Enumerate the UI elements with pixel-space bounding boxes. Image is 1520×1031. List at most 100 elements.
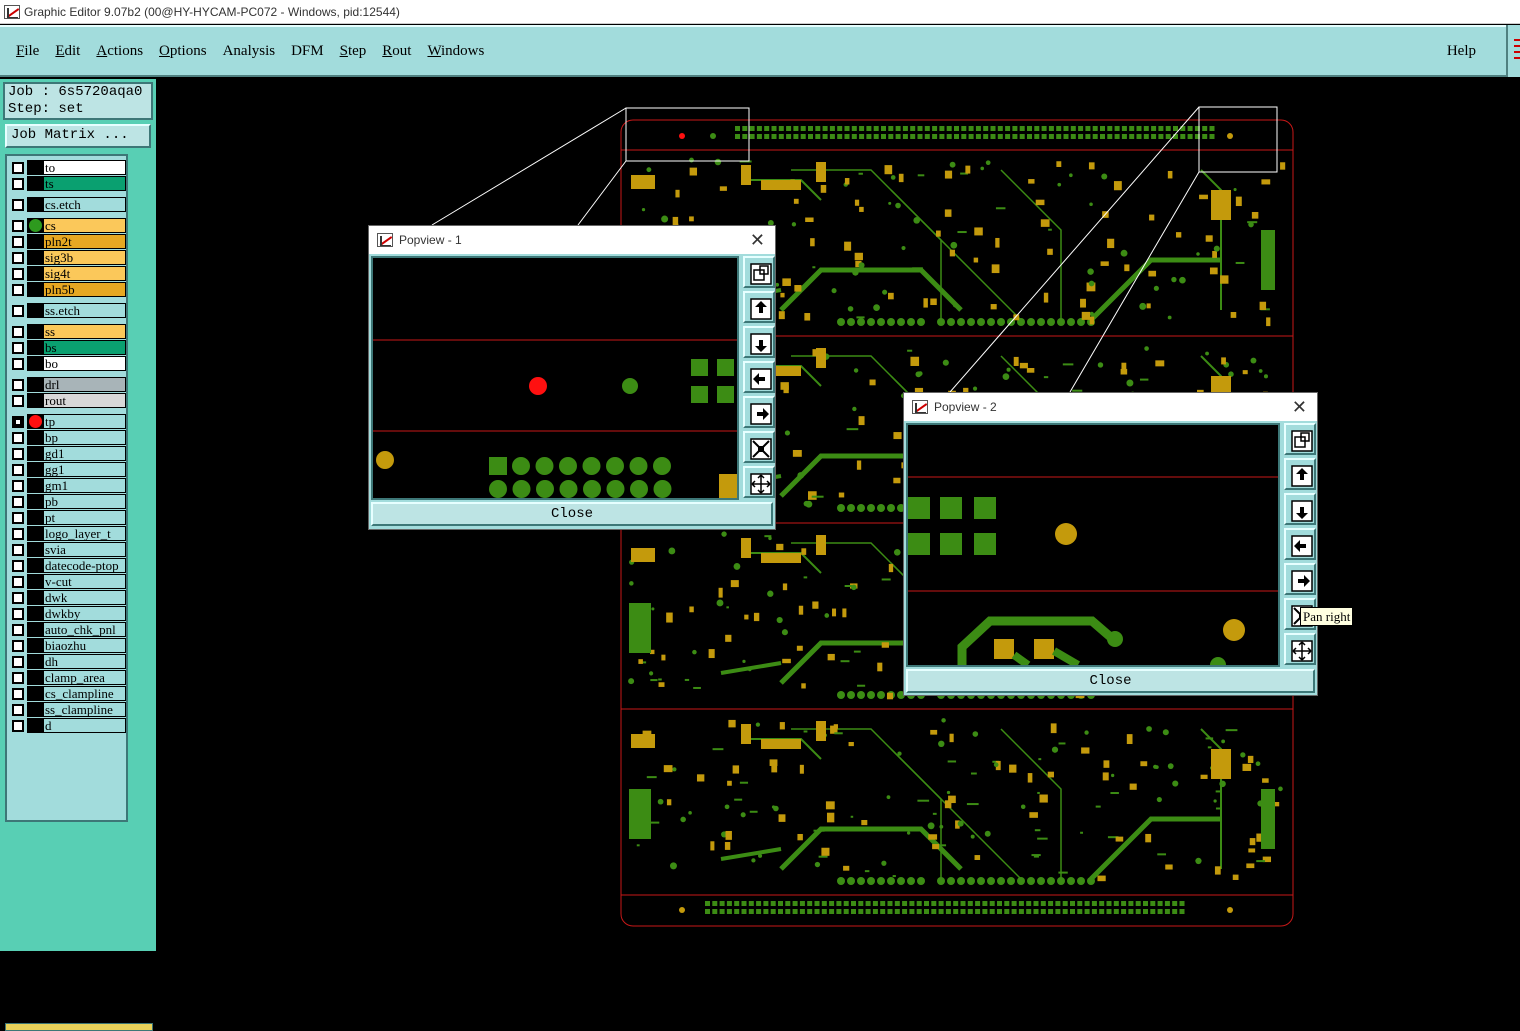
popview-1-close-button[interactable]: Close — [371, 502, 773, 526]
layer-name[interactable]: d — [43, 718, 126, 733]
layer-checkbox[interactable] — [12, 640, 24, 652]
layer-checkbox[interactable] — [12, 342, 24, 354]
layer-row-gg1[interactable]: gg1 — [9, 462, 127, 477]
layer-checkbox[interactable] — [12, 656, 24, 668]
layer-checkbox[interactable] — [12, 720, 24, 732]
pan-left-button[interactable] — [743, 361, 775, 393]
layer-checkbox[interactable] — [12, 268, 24, 280]
layer-row-pb[interactable]: pb — [9, 494, 127, 509]
layer-checkbox[interactable] — [12, 178, 24, 190]
layer-name[interactable]: bs — [43, 340, 126, 355]
layer-name[interactable]: clamp_area — [43, 670, 126, 685]
layer-name[interactable]: svia — [43, 542, 126, 557]
layer-name[interactable]: logo_layer_t — [43, 526, 126, 541]
layer-checkbox[interactable] — [12, 284, 24, 296]
layer-row-bo[interactable]: bo — [9, 356, 127, 371]
layer-row-pt[interactable]: pt — [9, 510, 127, 525]
layer-name[interactable]: datecode-ptop — [43, 558, 126, 573]
layer-name[interactable]: gd1 — [43, 446, 126, 461]
pan-down-button[interactable] — [743, 326, 775, 358]
menu-step[interactable]: Step — [339, 42, 367, 59]
layer-row-bs[interactable]: bs — [9, 340, 127, 355]
layer-checkbox[interactable] — [12, 416, 24, 428]
layer-checkbox[interactable] — [12, 395, 24, 407]
menu-analysis[interactable]: Analysis — [222, 42, 276, 59]
layer-row-drl[interactable]: drl — [9, 377, 127, 392]
layer-checkbox[interactable] — [12, 448, 24, 460]
layer-checkbox[interactable] — [12, 624, 24, 636]
popview-2-close-button[interactable]: Close — [906, 669, 1315, 693]
layer-checkbox[interactable] — [12, 236, 24, 248]
layer-name[interactable]: cs.etch — [43, 197, 126, 212]
layer-name[interactable]: cs — [43, 218, 126, 233]
layer-name[interactable]: pt — [43, 510, 126, 525]
layer-checkbox[interactable] — [12, 688, 24, 700]
layer-name[interactable]: gm1 — [43, 478, 126, 493]
layer-checkbox[interactable] — [12, 305, 24, 317]
layer-name[interactable]: v-cut — [43, 574, 126, 589]
layer-checkbox[interactable] — [12, 326, 24, 338]
menu-dfm[interactable]: DFM — [291, 42, 324, 59]
layer-name[interactable]: bp — [43, 430, 126, 445]
layer-row-dwk[interactable]: dwk — [9, 590, 127, 605]
layer-name[interactable]: dwk — [43, 590, 126, 605]
layer-row-rout[interactable]: rout — [9, 393, 127, 408]
layer-row-to[interactable]: to — [9, 160, 127, 175]
layer-row-svia[interactable]: svia — [9, 542, 127, 557]
layer-row-cs_clampline[interactable]: cs_clampline — [9, 686, 127, 701]
layer-row-pln5b[interactable]: pln5b — [9, 282, 127, 297]
bottom-tab[interactable] — [5, 1023, 153, 1031]
layer-name[interactable]: sig4t — [43, 266, 126, 281]
layer-checkbox[interactable] — [12, 512, 24, 524]
layer-checkbox[interactable] — [12, 544, 24, 556]
pan-center-button[interactable] — [1284, 633, 1316, 665]
menu-help[interactable]: Help — [1446, 43, 1476, 59]
pan-up-button[interactable] — [743, 291, 775, 323]
layer-checkbox[interactable] — [12, 252, 24, 264]
layer-row-cs.etch[interactable]: cs.etch — [9, 197, 127, 212]
layer-row-sig4t[interactable]: sig4t — [9, 266, 127, 281]
layer-row-dwkby[interactable]: dwkby — [9, 606, 127, 621]
layer-name[interactable]: drl — [43, 377, 126, 392]
layer-name[interactable]: to — [43, 160, 126, 175]
layer-name[interactable]: gg1 — [43, 462, 126, 477]
close-icon[interactable]: ✕ — [749, 230, 765, 251]
layer-name[interactable]: auto_chk_pnl — [43, 622, 126, 637]
layer-row-biaozhu[interactable]: biaozhu — [9, 638, 127, 653]
layer-row-gm1[interactable]: gm1 — [9, 478, 127, 493]
layer-checkbox[interactable] — [12, 220, 24, 232]
layer-checkbox[interactable] — [12, 608, 24, 620]
layer-name[interactable]: pln2t — [43, 234, 126, 249]
layer-row-bp[interactable]: bp — [9, 430, 127, 445]
layer-row-tp[interactable]: tp — [9, 414, 127, 429]
layer-name[interactable]: bo — [43, 356, 126, 371]
layer-name[interactable]: ss — [43, 324, 126, 339]
layer-checkbox[interactable] — [12, 432, 24, 444]
layer-row-d[interactable]: d — [9, 718, 127, 733]
zoom-fit-button[interactable] — [743, 431, 775, 463]
layer-checkbox[interactable] — [12, 672, 24, 684]
layer-row-ts[interactable]: ts — [9, 176, 127, 191]
layer-checkbox[interactable] — [12, 358, 24, 370]
layer-name[interactable]: dwkby — [43, 606, 126, 621]
layer-row-dh[interactable]: dh — [9, 654, 127, 669]
layer-checkbox[interactable] — [12, 162, 24, 174]
layer-name[interactable]: dh — [43, 654, 126, 669]
layer-name[interactable]: sig3b — [43, 250, 126, 265]
close-icon[interactable]: ✕ — [1291, 397, 1307, 418]
pan-right-button[interactable] — [743, 396, 775, 428]
layer-row-ss[interactable]: ss — [9, 324, 127, 339]
menu-options[interactable]: Options — [159, 42, 207, 59]
menu-file[interactable]: File — [16, 42, 40, 59]
layer-checkbox[interactable] — [12, 528, 24, 540]
layer-checkbox[interactable] — [12, 496, 24, 508]
layer-row-datecode-ptop[interactable]: datecode-ptop — [9, 558, 127, 573]
zoom-home-button[interactable] — [1284, 423, 1316, 455]
layer-row-cs[interactable]: cs — [9, 218, 127, 233]
popview-1-view[interactable] — [371, 256, 739, 500]
menu-edit[interactable]: Edit — [55, 42, 81, 59]
layer-checkbox[interactable] — [12, 560, 24, 572]
layer-name[interactable]: pb — [43, 494, 126, 509]
layer-name[interactable]: ss.etch — [43, 303, 126, 318]
pan-left-button[interactable] — [1284, 528, 1316, 560]
